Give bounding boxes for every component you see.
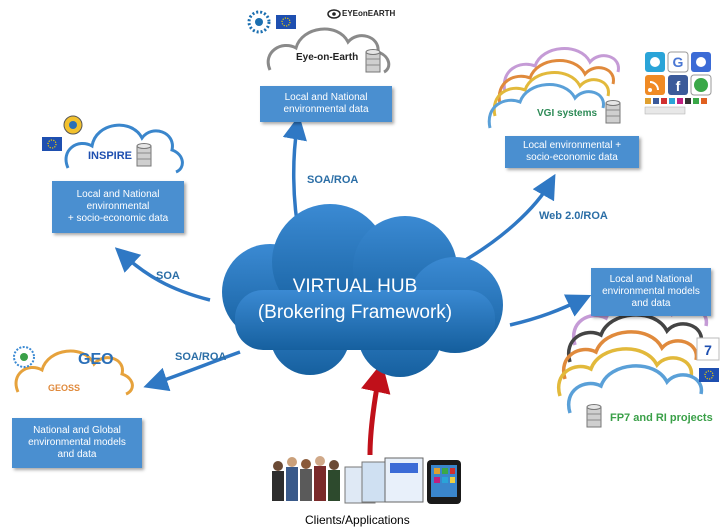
database-icon <box>136 143 152 167</box>
arrow-to-geoss <box>143 350 241 392</box>
facebook-icon: f <box>668 75 688 95</box>
connection-label-geoss: SOA/ROA <box>175 351 227 363</box>
eye-icon <box>327 9 341 19</box>
arrow-to-vgi <box>461 173 556 264</box>
eu-flag-icon <box>42 137 62 151</box>
twitter-icon <box>645 52 665 72</box>
database-icon <box>586 404 602 428</box>
eye-on-earth-label: Eye-on-Earth <box>296 52 359 63</box>
svg-text:GEO: GEO <box>78 351 114 368</box>
arrow-from-clients <box>361 362 391 456</box>
geoss-cloud <box>14 349 134 396</box>
eye-on-earth-cloud <box>266 27 391 74</box>
geoss-logo-icon <box>13 346 35 368</box>
screens-icon <box>344 457 424 504</box>
database-icon <box>605 100 621 124</box>
skype-icon <box>690 74 712 96</box>
people-icon <box>272 456 340 501</box>
phone-icon <box>427 460 461 504</box>
arrow-to-fp7 <box>509 294 592 327</box>
inspire-cloud <box>64 123 184 174</box>
database-icon <box>365 49 381 73</box>
connection-label-inspire: SOA <box>156 270 180 282</box>
inspire-logo-icon <box>63 115 83 135</box>
connection-label-eye-on-earth: SOA/ROA <box>307 174 359 186</box>
inspire-data-box: Local and National environmental + socio… <box>52 181 184 233</box>
eye-on-earth-data-box: Local and National environmental data <box>260 86 392 122</box>
eu-flag-icon <box>276 15 296 29</box>
social-icon <box>691 52 711 72</box>
geo-logo-icon: GEO <box>78 351 114 368</box>
eye-on-earth-logo: EYEonEARTH <box>342 9 396 18</box>
hub-title: VIRTUAL HUB <box>292 276 418 297</box>
sunflower-logo-icon <box>247 10 271 34</box>
fp7-label: FP7 and RI projects <box>610 412 713 424</box>
fp7-logo-icon: 7 <box>696 337 720 361</box>
svg-text:G: G <box>673 54 684 70</box>
small-social-icons <box>644 98 707 115</box>
clients-label: Clients/Applications <box>305 513 410 527</box>
vgi-data-box: Local environmental + socio-economic dat… <box>505 136 639 168</box>
geoss-label: GEOSS <box>48 383 81 393</box>
arrow-to-inspire <box>114 247 211 302</box>
fp7-data-box: Local and National environmental models … <box>591 268 711 316</box>
vgi-clouds <box>487 47 620 129</box>
connection-label-vgi: Web 2.0/ROA <box>539 210 608 222</box>
svg-text:f: f <box>676 78 681 94</box>
svg-text:7: 7 <box>704 342 712 358</box>
hub-cloud <box>222 204 503 377</box>
inspire-label: INSPIRE <box>88 150 133 162</box>
hub-subtitle: (Brokering Framework) <box>257 302 453 323</box>
vgi-label: VGI systems <box>537 108 598 119</box>
eu-flag-icon <box>699 368 719 382</box>
geoss-data-box: National and Global environmental models… <box>12 418 142 468</box>
rss-icon <box>645 75 665 95</box>
google-icon: G <box>667 51 689 73</box>
